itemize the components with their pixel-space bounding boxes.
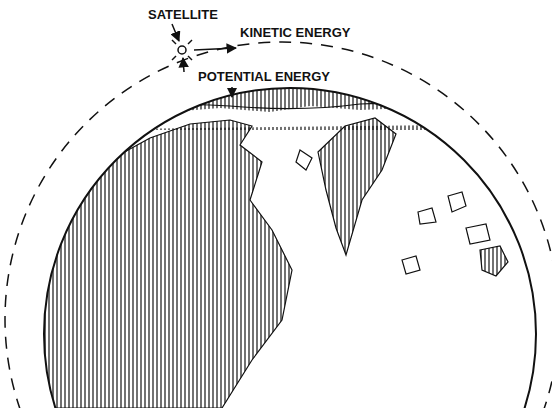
- potential-arrow-up: [183, 58, 184, 72]
- orbit-path: [5, 42, 552, 408]
- continents: [40, 80, 520, 408]
- satellite-symbol: [172, 40, 192, 60]
- arrows: [172, 24, 236, 97]
- callout-label: SATELLITE: [146, 8, 220, 22]
- callout-label: KINETIC ENERGY: [238, 26, 353, 40]
- satellite-leader: [172, 24, 179, 41]
- kinetic-arrow: [194, 48, 236, 50]
- callout-label: POTENTIAL ENERGY: [196, 70, 332, 84]
- potential-arrow-down: [231, 87, 233, 97]
